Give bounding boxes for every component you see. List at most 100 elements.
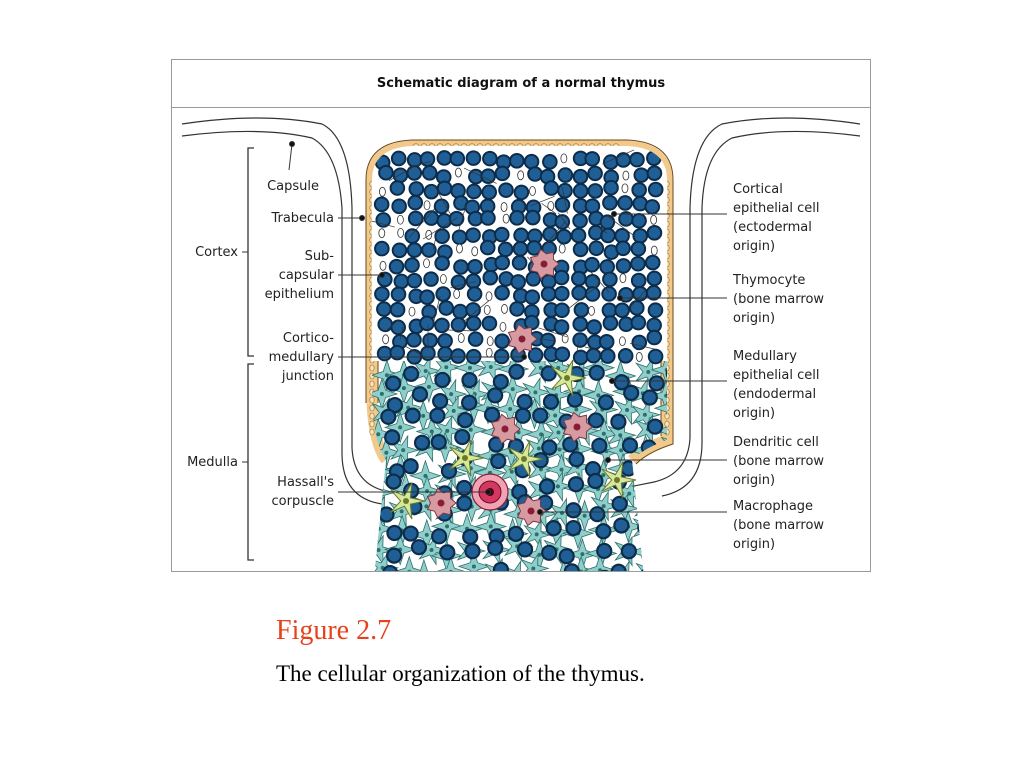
medullary-nucleus bbox=[646, 570, 651, 571]
medullary-nucleus bbox=[559, 467, 564, 472]
medullary-nucleus bbox=[531, 566, 536, 571]
medulla-thymocyte bbox=[610, 563, 627, 571]
cortex-thymocyte bbox=[389, 301, 406, 318]
cortical-epithelial-process bbox=[589, 270, 610, 293]
medulla-thymocyte bbox=[464, 543, 481, 560]
medulla-thymocyte bbox=[541, 544, 558, 561]
cortex-thymocyte bbox=[526, 240, 543, 256]
cortex-thymocyte bbox=[434, 317, 450, 334]
cortex-thymocyte bbox=[465, 273, 482, 289]
medullary-epithelial-cell bbox=[637, 456, 667, 488]
medullary-nucleus bbox=[421, 413, 426, 418]
cortex-thymocyte bbox=[388, 258, 405, 275]
cortical-epithelial-process bbox=[450, 281, 477, 288]
cortex-thymocyte bbox=[481, 315, 498, 332]
cortex-thymocyte bbox=[554, 214, 571, 230]
medullary-nucleus bbox=[401, 448, 406, 453]
cortex-thymocyte bbox=[647, 181, 664, 198]
medullary-nucleus bbox=[429, 429, 434, 434]
cortical-epithelial-nucleus bbox=[457, 333, 465, 343]
label-medullary-4: origin) bbox=[733, 406, 775, 421]
cortex-thymocyte bbox=[465, 150, 482, 166]
cortex-thymocyte bbox=[603, 179, 619, 196]
medulla-thymocyte bbox=[538, 478, 556, 495]
cortical-epithelial-process bbox=[584, 346, 601, 352]
medulla-thymocyte bbox=[429, 407, 446, 424]
cortex-thymocyte bbox=[601, 286, 617, 302]
medulla-thymocyte bbox=[566, 391, 584, 408]
cortex-thymocyte bbox=[527, 166, 543, 182]
medullary-nucleus bbox=[642, 412, 647, 417]
medulla-thymocyte bbox=[558, 548, 575, 565]
cortex-thymocyte bbox=[524, 289, 541, 305]
medullary-nucleus bbox=[445, 428, 450, 433]
label-macrophage-2: (bone marrow bbox=[733, 518, 824, 533]
cortex-thymocyte bbox=[406, 242, 423, 258]
cortical-epithelial-nucleus bbox=[547, 201, 555, 211]
medullary-nucleus bbox=[627, 491, 632, 496]
cortex-thymocyte bbox=[433, 198, 450, 215]
medulla-thymocyte bbox=[670, 567, 684, 571]
cortex-thymocyte bbox=[480, 168, 496, 184]
cortical-epithelial-process bbox=[432, 295, 441, 324]
cortex-thymocyte bbox=[554, 197, 571, 213]
cortical-epithelial-process bbox=[530, 195, 555, 207]
cortical-epithelial-process bbox=[538, 327, 568, 338]
cortical-cell-leader-dot bbox=[611, 211, 617, 217]
cortical-epithelial-process bbox=[433, 184, 451, 215]
capsule-band-edge bbox=[365, 139, 674, 465]
macrophage-nucleus bbox=[518, 335, 526, 343]
cortex-thymocyte bbox=[614, 302, 630, 319]
cortex-thymocyte bbox=[557, 182, 573, 199]
cortex-thymocyte bbox=[617, 348, 634, 364]
cortex-thymocyte bbox=[584, 151, 601, 167]
medulla-thymocyte bbox=[434, 371, 451, 389]
cortex-thymocyte bbox=[498, 182, 514, 198]
cortical-epithelial-process bbox=[385, 320, 399, 332]
medulla-thymocyte bbox=[589, 506, 606, 523]
cortex-thymocyte bbox=[437, 333, 453, 349]
cortical-epithelial-process bbox=[399, 326, 404, 340]
cortical-epithelial-nucleus bbox=[397, 214, 404, 225]
cortex-thymocyte bbox=[494, 165, 511, 182]
medullary-epithelial-cell bbox=[648, 474, 667, 507]
medullary-nucleus bbox=[429, 548, 434, 553]
macrophage-nucleus bbox=[501, 425, 509, 433]
medullary-nucleus bbox=[645, 504, 650, 509]
medullary-nucleus bbox=[539, 432, 544, 437]
medullary-nucleus bbox=[423, 473, 428, 478]
cortex-thymocyte bbox=[479, 239, 496, 256]
medulla-thymocyte bbox=[508, 363, 525, 380]
cortex-thymocyte bbox=[513, 184, 530, 201]
medulla-thymocyte bbox=[610, 413, 627, 430]
cortical-epithelial-nucleus bbox=[501, 304, 508, 314]
medulla-thymocyte bbox=[591, 437, 608, 454]
dendritic-nucleus bbox=[462, 455, 468, 461]
cortex-thymocyte bbox=[588, 240, 605, 257]
cortex-thymocyte bbox=[391, 198, 407, 215]
medullary-nucleus bbox=[376, 526, 381, 531]
cortical-epithelial-process bbox=[629, 342, 657, 350]
medullary-nucleus bbox=[665, 547, 667, 552]
cortex-thymocyte bbox=[632, 228, 649, 244]
cortical-epithelial-nucleus bbox=[485, 347, 493, 358]
medullary-nucleus bbox=[445, 524, 450, 529]
medullary-nucleus bbox=[488, 524, 493, 529]
medulla-thymocyte bbox=[384, 429, 401, 446]
label-cortical-2: epithelial cell bbox=[733, 201, 820, 216]
cortex-thymocyte bbox=[497, 241, 514, 258]
medullary-nucleus bbox=[601, 504, 606, 509]
medulla-thymocyte bbox=[403, 365, 420, 382]
cortical-epithelial-process bbox=[408, 207, 436, 238]
cortex-thymocyte bbox=[423, 271, 439, 287]
cortical-epithelial-nucleus bbox=[382, 334, 390, 345]
medulla-thymocyte bbox=[541, 439, 558, 456]
label-cortical-3: (ectodermal bbox=[733, 220, 812, 235]
cortex-thymocyte bbox=[646, 225, 663, 241]
cortical-epithelial-nucleus bbox=[485, 291, 493, 302]
cortex-thymocyte bbox=[436, 180, 453, 197]
medullary-nucleus bbox=[582, 513, 587, 518]
capsule-cell bbox=[369, 364, 375, 372]
cortex-thymocyte bbox=[572, 332, 588, 348]
medullary-nucleus bbox=[646, 369, 651, 374]
